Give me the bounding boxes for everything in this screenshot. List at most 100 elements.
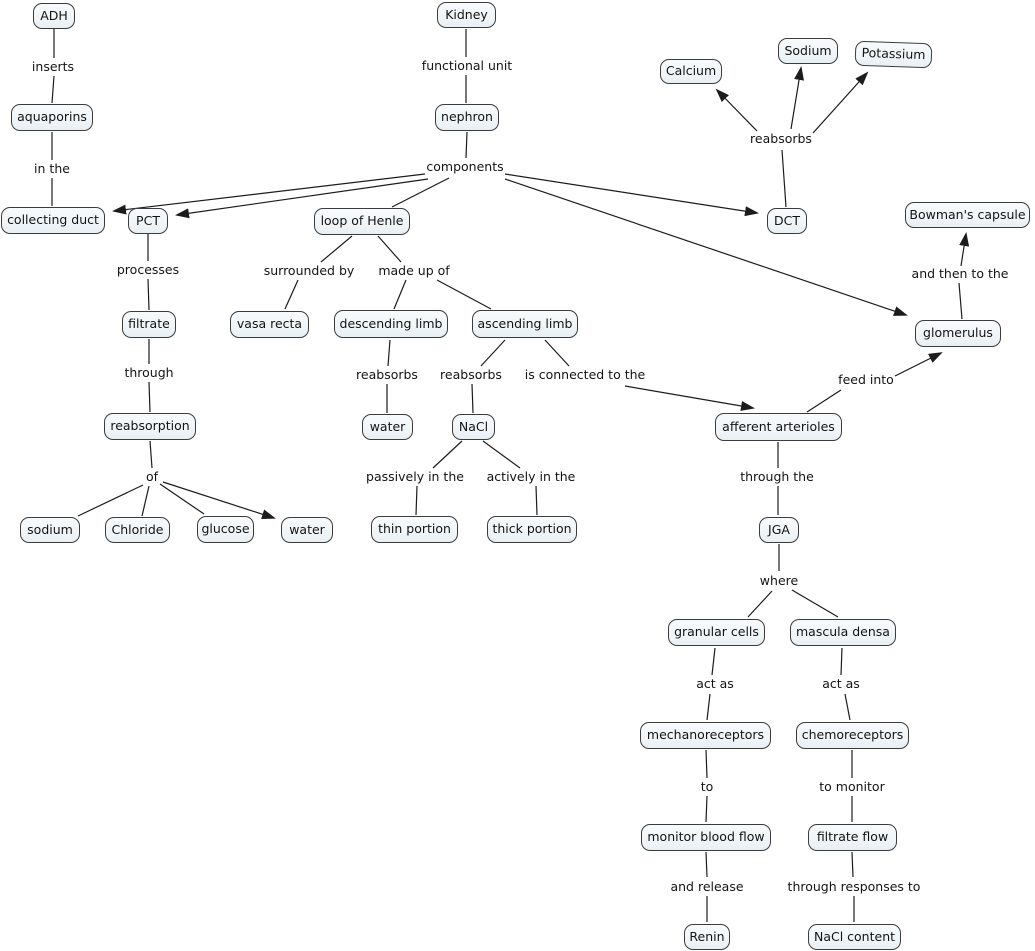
link-act-as-mascula[interactable]: act as [822, 675, 860, 691]
link-to-monitor[interactable]: to monitor [819, 778, 885, 794]
concept-thick-portion[interactable]: thick portion [487, 516, 577, 543]
concept-calcium[interactable]: Calcium [660, 59, 722, 84]
concept-potassium[interactable]: Potassium [854, 40, 933, 69]
concept-chemoreceptors[interactable]: chemoreceptors [796, 722, 909, 749]
link-and-release[interactable]: and release [670, 878, 744, 894]
concept-nacl-content[interactable]: NaCl content [808, 924, 901, 950]
connector-mascula-actas [840, 647, 843, 676]
connector-reabsorbs-nacl [471, 383, 474, 414]
concept-nacl[interactable]: NaCl [452, 414, 495, 440]
connector-andthen-bowmans-arrow [959, 232, 970, 267]
concept-filtrate[interactable]: filtrate [122, 311, 176, 338]
concept-granular-cells[interactable]: granular cells [668, 619, 765, 646]
concept-ascending-limb[interactable]: ascending limb [472, 310, 578, 338]
link-functional-unit[interactable]: functional unit [421, 57, 513, 73]
connector-of-chloride [141, 485, 150, 517]
connector-of-sodium [77, 484, 144, 517]
link-made-up-of[interactable]: made up of [378, 262, 450, 278]
connector-through-reabsorption [148, 381, 151, 413]
connector-reabsorbs-sodium-arrow [790, 66, 804, 130]
link-where[interactable]: where [759, 572, 799, 588]
concept-descending-limb[interactable]: descending limb [334, 310, 448, 338]
link-reabsorbs-descending[interactable]: reabsorbs [356, 366, 418, 382]
concept-collecting-duct[interactable]: collecting duct [1, 207, 105, 234]
concept-glucose[interactable]: glucose [197, 516, 254, 543]
concept-sodium[interactable]: Sodium [778, 38, 838, 64]
connector-glomerulus-andthen [958, 282, 963, 320]
concept-sodium-reabsorbed[interactable]: sodium [20, 517, 80, 543]
connector-afferent-feedinto [806, 389, 842, 413]
concept-mascula-densa[interactable]: mascula densa [790, 619, 896, 646]
link-through-responses-to[interactable]: through responses to [787, 878, 921, 894]
concept-glomerulus[interactable]: glomerulus [915, 320, 1001, 347]
concept-loop-of-henle[interactable]: loop of Henle [314, 208, 410, 235]
connector-inserts-aquaporins [51, 75, 55, 104]
link-actively-in-the[interactable]: actively in the [486, 468, 576, 484]
concept-jga[interactable]: JGA [759, 517, 799, 543]
connector-to-monitorbloodflow [705, 795, 708, 823]
link-through[interactable]: through [124, 364, 174, 380]
link-of[interactable]: of [145, 468, 159, 484]
connector-components-loopofhenle [391, 177, 450, 208]
connector-ascending-reabsorbs [480, 339, 506, 367]
link-feed-into[interactable]: feed into [838, 371, 894, 387]
link-to[interactable]: to [700, 778, 714, 794]
connector-of-glucose [159, 483, 205, 515]
connector-where-masculadensa [791, 589, 839, 618]
connector-isconnected-afferent-arrow [624, 385, 755, 411]
concept-aquaporins[interactable]: aquaporins [11, 104, 93, 131]
connector-actively-thickportion [535, 485, 538, 516]
concept-chloride[interactable]: Chloride [105, 517, 170, 543]
connector-reabsorbs-calcium-arrow [715, 88, 758, 132]
concept-monitor-blood-flow[interactable]: monitor blood flow [641, 824, 771, 851]
connector-loop-madeupof [377, 235, 402, 263]
link-inserts[interactable]: inserts [31, 58, 75, 74]
concept-pct[interactable]: PCT [128, 208, 168, 234]
connector-monitorbloodflow-andrelease [705, 851, 708, 878]
connector-loop-surroundedby [320, 235, 353, 263]
connector-descending-reabsorbs [387, 339, 391, 367]
concept-filtrate-flow[interactable]: filtrate flow [808, 824, 897, 851]
concept-thin-portion[interactable]: thin portion [371, 516, 458, 543]
concept-kidney[interactable]: Kidney [437, 2, 496, 28]
connector-filtrateflow-throughresponses [851, 851, 854, 878]
connector-nephron-components [465, 131, 468, 159]
concept-reabsorption[interactable]: reabsorption [104, 413, 196, 440]
concept-water-reabsorbed[interactable]: water [362, 414, 413, 440]
concept-afferent-arterioles[interactable]: afferent arterioles [715, 413, 842, 441]
connector-nacl-passively [432, 440, 463, 469]
concept-bowmans-capsule[interactable]: Bowman's capsule [905, 202, 1030, 228]
connector-processes-filtrate [147, 278, 150, 311]
connector-components-pct-arrow [175, 178, 429, 219]
connector-where-granularcells [747, 590, 773, 618]
concept-renin[interactable]: Renin [684, 924, 730, 950]
connector-mechano-to [705, 749, 708, 779]
connector-dct-reabsorbs [781, 149, 787, 208]
connector-of-water-arrow [162, 481, 276, 520]
link-reabsorbs-dct[interactable]: reabsorbs [750, 130, 812, 146]
link-processes[interactable]: processes [116, 261, 180, 277]
link-through-the[interactable]: through the [740, 468, 814, 484]
connector-ascending-isconnected [544, 339, 570, 367]
link-is-connected-to-the[interactable]: is connected to the [524, 366, 646, 382]
concept-dct[interactable]: DCT [767, 208, 807, 234]
link-and-then-to-the[interactable]: and then to the [911, 265, 1009, 281]
concept-water-of[interactable]: water [281, 517, 333, 543]
connector-components-dct-arrow [504, 173, 759, 217]
link-passively-in-the[interactable]: passively in the [366, 468, 464, 484]
connector-nacl-actively [482, 440, 521, 469]
link-components[interactable]: components [426, 158, 504, 174]
connector-components-collectingduct-arrow [112, 173, 426, 215]
concept-adh[interactable]: ADH [33, 3, 75, 29]
connector-surroundedby-vasarecta [284, 279, 299, 310]
link-surrounded-by[interactable]: surrounded by [263, 262, 355, 278]
link-act-as-granular[interactable]: act as [696, 675, 734, 691]
connector-granular-actas [711, 647, 716, 676]
concept-vasa-recta[interactable]: vasa recta [230, 311, 309, 338]
concept-mechanoreceptors[interactable]: mechanoreceptors [640, 722, 771, 749]
connector-reabsorption-of [149, 440, 153, 469]
link-in-the[interactable]: in the [34, 160, 70, 176]
concept-nephron[interactable]: nephron [435, 104, 499, 131]
link-reabsorbs-ascending[interactable]: reabsorbs [440, 366, 502, 382]
